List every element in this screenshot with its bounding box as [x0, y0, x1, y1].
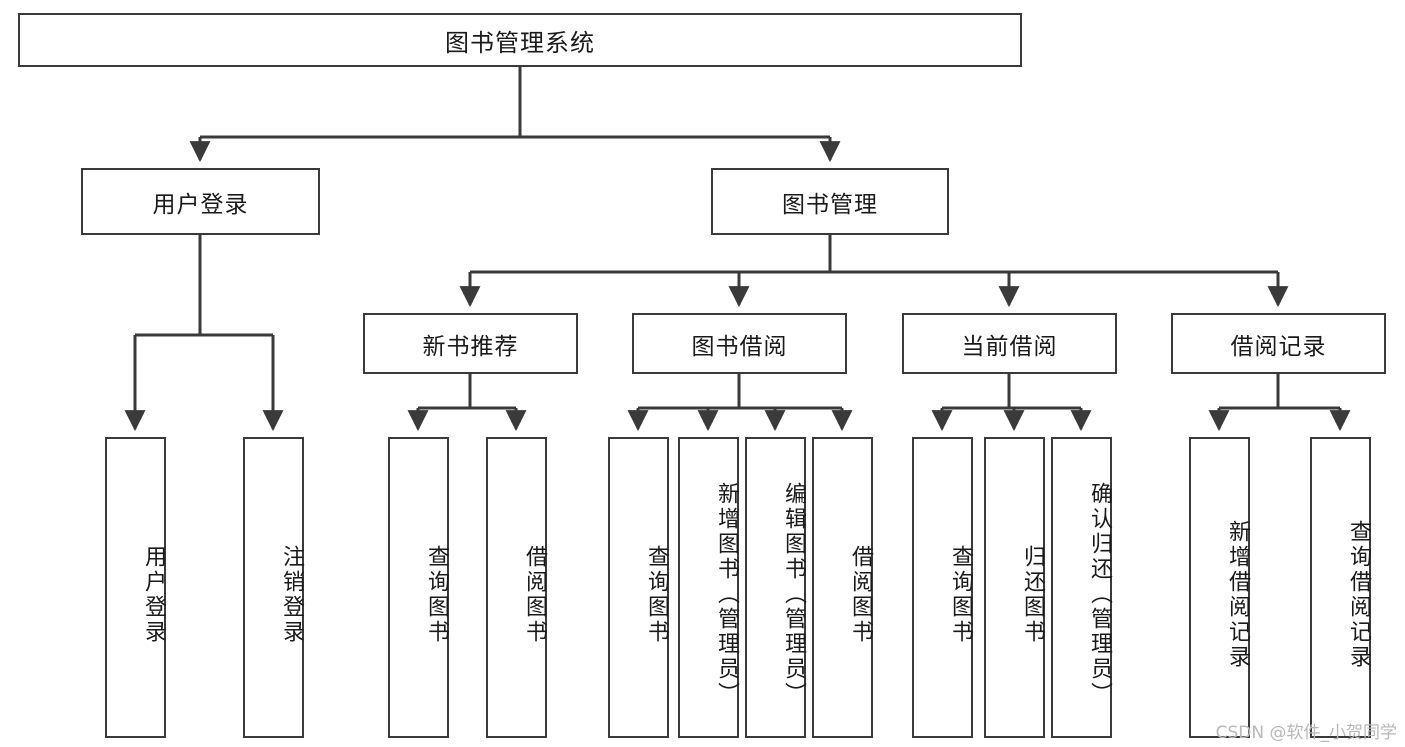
node-book-management-label: 图书管理	[782, 191, 878, 218]
node-borrow-query-book[interactable]: 查询图书	[608, 437, 669, 738]
node-borrow-edit-book-admin[interactable]: 编辑图书（管理员）	[745, 437, 806, 738]
node-current-query-book-label: 查询图书	[948, 544, 973, 645]
node-borrow-borrow-book[interactable]: 借阅图书	[812, 437, 873, 738]
node-recommend-query-book[interactable]: 查询图书	[388, 437, 449, 738]
node-user-login[interactable]: 用户登录	[81, 168, 320, 235]
node-new-book-recommend[interactable]: 新书推荐	[363, 313, 578, 374]
node-current-return-book[interactable]: 归还图书	[984, 437, 1045, 738]
node-record-query-borrow-record[interactable]: 查询借阅记录	[1310, 437, 1371, 738]
node-recommend-borrow-book[interactable]: 借阅图书	[486, 437, 547, 738]
node-recommend-borrow-book-label: 借阅图书	[522, 544, 547, 645]
node-record-add-borrow-record[interactable]: 新增借阅记录	[1189, 437, 1250, 738]
node-borrow-record-label: 借阅记录	[1230, 333, 1327, 360]
node-recommend-query-book-label: 查询图书	[424, 544, 449, 645]
node-current-return-book-label: 归还图书	[1020, 544, 1045, 645]
node-current-confirm-return-admin-label: 确认归还（管理员）	[1087, 482, 1112, 707]
node-current-query-book[interactable]: 查询图书	[912, 437, 973, 738]
node-book-borrow-label: 图书借阅	[691, 333, 788, 360]
node-borrow-add-book-admin[interactable]: 新增图书（管理员）	[678, 437, 739, 738]
node-borrow-edit-book-admin-label: 编辑图书（管理员）	[781, 482, 806, 707]
node-new-book-recommend-label: 新书推荐	[422, 333, 519, 360]
csdn-watermark: CSDN @软件_小贺同学	[1215, 723, 1397, 743]
node-current-borrow[interactable]: 当前借阅	[902, 313, 1117, 374]
node-user-logout-leaf-label: 注销登录	[279, 544, 304, 645]
node-book-borrow[interactable]: 图书借阅	[632, 313, 847, 374]
node-user-login-leaf-label: 用户登录	[141, 544, 166, 645]
node-borrow-borrow-book-label: 借阅图书	[848, 544, 873, 645]
node-borrow-add-book-admin-label: 新增图书（管理员）	[714, 482, 739, 707]
node-user-logout-leaf[interactable]: 注销登录	[243, 437, 304, 738]
node-user-login-label: 用户登录	[152, 191, 249, 218]
node-borrow-record[interactable]: 借阅记录	[1171, 313, 1386, 374]
node-record-add-borrow-record-label: 新增借阅记录	[1225, 519, 1250, 670]
node-current-borrow-label: 当前借阅	[961, 333, 1058, 360]
node-record-query-borrow-record-label: 查询借阅记录	[1346, 519, 1371, 670]
node-borrow-query-book-label: 查询图书	[644, 544, 669, 645]
node-root-label: 图书管理系统	[445, 28, 595, 57]
node-root[interactable]: 图书管理系统	[18, 13, 1022, 67]
node-current-confirm-return-admin[interactable]: 确认归还（管理员）	[1051, 437, 1112, 738]
node-user-login-leaf[interactable]: 用户登录	[105, 437, 166, 738]
node-book-management[interactable]: 图书管理	[711, 168, 949, 235]
